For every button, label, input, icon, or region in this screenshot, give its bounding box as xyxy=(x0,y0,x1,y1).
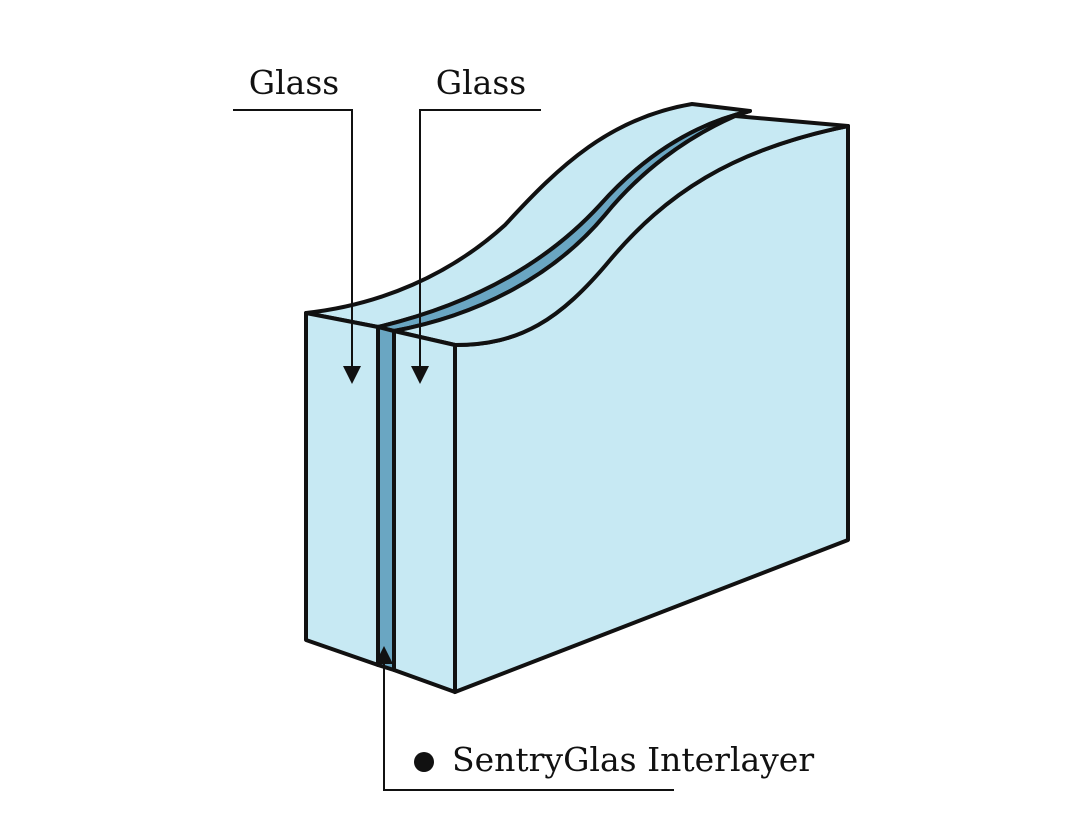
glass-left-leader-line xyxy=(233,109,361,384)
glass-top-right-pane xyxy=(392,114,850,347)
interlayer-label: SentryGlas Interlayer xyxy=(452,740,814,779)
interlayer-front-strip xyxy=(376,325,396,672)
interlayer-bullet-icon xyxy=(414,752,434,772)
glass-left-label: Glass xyxy=(249,63,339,102)
interlayer-leader-line xyxy=(375,646,674,791)
glass-front-right-pane xyxy=(392,329,457,694)
glass-right-leader-line xyxy=(411,109,541,384)
glass-right-label: Glass xyxy=(436,63,526,102)
glass-front-left-pane xyxy=(304,311,380,667)
